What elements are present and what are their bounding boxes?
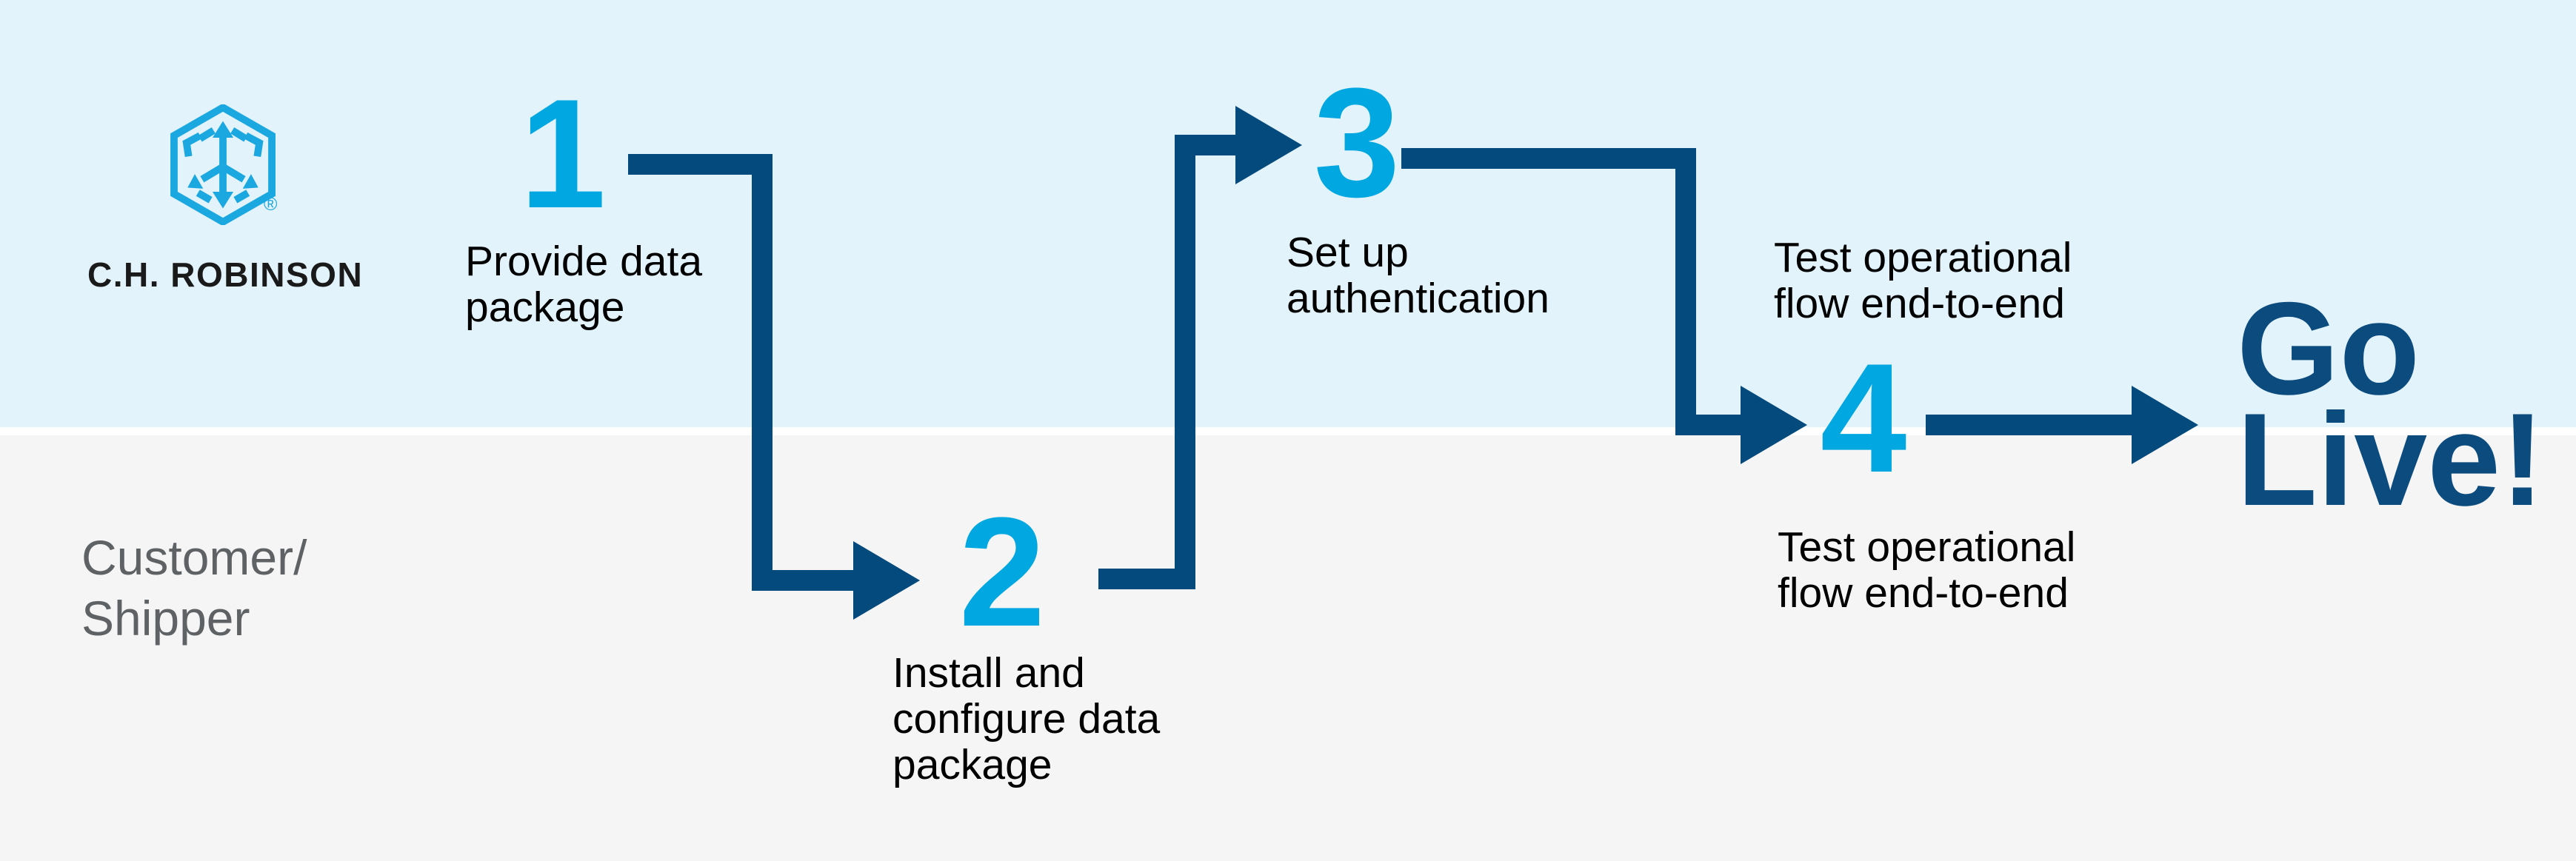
step-4-label-top: Test operational flow end-to-end <box>1774 235 2072 326</box>
arrowhead-right-icon <box>2132 386 2198 464</box>
step-3-label-line: Set up <box>1287 229 1409 276</box>
go-live-text: Go Live! <box>2237 275 2545 533</box>
arrow-segment <box>752 570 855 591</box>
arrowhead-right-icon <box>1235 106 1302 184</box>
chr-hexagon-logo-icon <box>170 104 276 225</box>
step-4-label-line: flow end-to-end <box>1774 280 2065 327</box>
lane-label-line: Shipper <box>81 591 250 646</box>
step-2-number: 2 <box>958 485 1046 659</box>
go-live-line: Live! <box>2237 386 2545 533</box>
step-4-label-bottom: Test operational flow end-to-end <box>1778 524 2075 616</box>
step-4-label-line: Test operational <box>1774 234 2072 281</box>
step-4-label-line: Test operational <box>1778 523 2076 571</box>
step-1-label-line: Provide data <box>465 238 703 285</box>
lane-separator <box>0 427 2576 435</box>
step-1-label: Provide data package <box>465 238 702 330</box>
customer-lane-band <box>0 435 2576 861</box>
registered-trademark-symbol: ® <box>264 194 278 215</box>
step-3-label: Set up authentication <box>1287 230 1549 321</box>
arrow-segment <box>752 154 773 591</box>
step-2-label: Install and configure data package <box>892 650 1160 788</box>
arrow-segment <box>1175 135 1238 155</box>
step-2-label-line: package <box>892 741 1052 788</box>
step-3-number: 3 <box>1313 56 1401 230</box>
arrow-segment <box>1675 415 1742 435</box>
arrow-segment <box>1675 148 1696 435</box>
step-1-label-line: package <box>465 284 625 331</box>
arrow-segment <box>628 154 773 175</box>
chrobinson-lane-band <box>0 0 2576 427</box>
lane-label-line: Customer/ <box>81 530 307 585</box>
arrowhead-right-icon <box>853 541 920 620</box>
step-2-label-line: configure data <box>892 695 1161 743</box>
step-2-label-line: Install and <box>892 649 1085 697</box>
customer-shipper-lane-label: Customer/ Shipper <box>81 527 307 649</box>
arrow-segment <box>1401 148 1696 169</box>
arrow-segment <box>1175 135 1195 589</box>
chr-wordmark: C.H. ROBINSON <box>87 255 364 294</box>
step-4-label-line: flow end-to-end <box>1778 569 2069 617</box>
step-4-number: 4 <box>1820 331 1907 505</box>
step-3-label-line: authentication <box>1287 275 1549 322</box>
step-1-number: 1 <box>519 67 607 241</box>
arrow-segment <box>1926 415 2135 435</box>
go-live-line: Go <box>2237 275 2420 422</box>
arrowhead-right-icon <box>1741 386 1807 464</box>
